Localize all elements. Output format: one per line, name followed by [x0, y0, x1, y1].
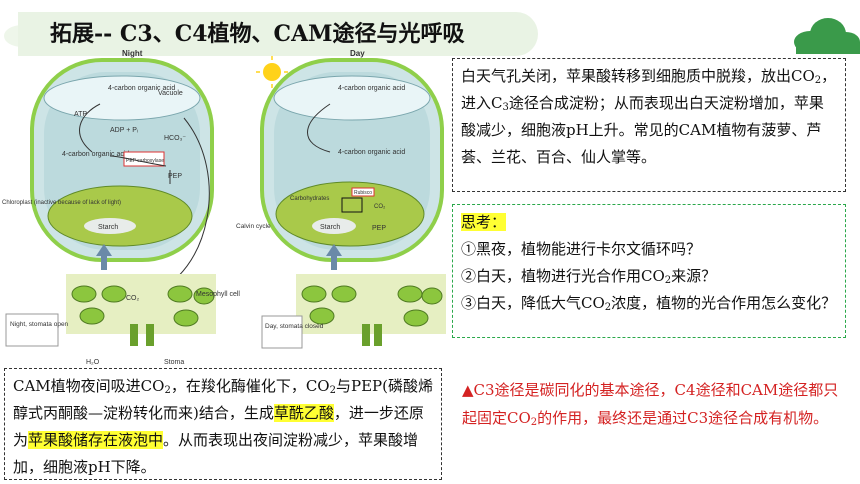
think-q3b: 浓度，植物的光合作用怎么变化？ [611, 294, 837, 312]
night-vacuole [43, 75, 201, 121]
night-co2-label: CO₂ [126, 295, 140, 302]
night-explanation-box: CAM植物夜间吸进CO2，在羧化酶催化下，CO2与PEP(磷酸烯醇式丙酮酸—淀粉… [4, 368, 442, 480]
think-box: 思考： ①黑夜，植物能进行卡尔文循环吗？ ②白天，植物进行光合作用CO2来源？ … [452, 204, 846, 338]
highlight-oxaloacetate: 草酰乙酸 [273, 404, 334, 422]
day-text-2: ，进入C [461, 67, 837, 112]
night-chloroplast [47, 185, 193, 247]
day-pep-label: PEP [372, 225, 386, 232]
day-vacuole-acid-label: 4-carbon organic acid [338, 85, 405, 92]
think-q3: ③白天，降低大气CO2浓度，植物的光合作用怎么变化？ [461, 290, 837, 317]
day-label: Day [350, 49, 365, 58]
cloud-decoration-icon [794, 18, 860, 54]
adp-label: ADP + Pᵢ [110, 127, 138, 134]
night-sub-a: 2 [164, 385, 171, 396]
think-q2b: 来源？ [671, 267, 717, 285]
night-sub-b: 2 [329, 385, 336, 396]
vacuole-acid-label: 4-carbon organic acid [108, 85, 175, 92]
day-text-3: 途径合成淀粉；从而表现出白天淀粉增加，苹果酸减少，细胞液pH上升。常见的CAM植… [461, 94, 824, 166]
day-starch-label: Starch [320, 224, 340, 231]
c3-note: ▲C3途径是碳同化的基本途径，C4途径和CAM途径都只起固定CO2的作用，最终还… [462, 376, 844, 432]
day-text-1: 白天气孔关闭，苹果酸转移到细胞质中脱羧，放出CO [461, 67, 815, 85]
carbohydrates-label: Carbohydrates [290, 196, 329, 202]
night-text-a: CAM植物夜间吸进CO [13, 377, 165, 395]
title-bar [18, 12, 538, 56]
think-q1: ①黑夜，植物能进行卡尔文循环吗？ [461, 240, 702, 258]
pep-label: PEP [168, 173, 182, 180]
sun-icon [256, 56, 288, 88]
think-q2: ②白天，植物进行光合作用CO2来源？ [461, 263, 837, 290]
stoma-label: Stoma [164, 359, 184, 366]
day-stomata-label: Day, stomata closed [265, 323, 324, 330]
day-cyto-acid-label: 4-carbon organic acid [338, 149, 405, 156]
chloroplast-note: Chloroplast (inactive because of lack of… [2, 200, 121, 206]
day-sub-1: 2 [814, 75, 822, 86]
vacuole-label: Vacuole [158, 90, 183, 97]
think-q2a: ②白天，植物进行光合作用CO [461, 267, 665, 285]
cyto-acid-label: 4-carbon organic acid [62, 151, 129, 158]
pep-carboxylase-label: PEP carboxylase [126, 158, 164, 164]
night-stomata-label: Night, stomata open [10, 321, 69, 328]
mesophyll-label: Mesophyll cell [196, 291, 240, 298]
think-q3a: ③白天，降低大气CO [461, 294, 605, 312]
day-co2-label: CO₂ [374, 204, 386, 210]
day-explanation-box: 白天气孔关闭，苹果酸转移到细胞质中脱羧，放出CO2，进入C3途径合成淀粉；从而表… [452, 58, 846, 192]
calvin-cycle-label: Calvin cycle [236, 223, 271, 230]
think-q2-sub: 2 [664, 275, 672, 286]
night-label: Night [122, 49, 143, 58]
day-vacuole [273, 75, 431, 121]
note-text-b: 的作用，最终还是通过C3途径合成有机物。 [537, 409, 829, 427]
h2o-label: H₂O [86, 359, 100, 366]
day-sub-2: 3 [502, 102, 509, 113]
atp-label: ATP [74, 111, 87, 118]
highlight-malate: 苹果酸储存在液泡中 [28, 431, 164, 449]
page-title: 拓展-- C3、C4植物、CAM途径与光呼吸 [50, 21, 465, 47]
think-q3-sub: 2 [604, 302, 612, 313]
note-text-a: ▲C3途径是碳同化的基本途径，C4途径和CAM途径都只起固定CO [462, 381, 839, 427]
starch-label: Starch [98, 224, 118, 231]
day-chloroplast [275, 181, 425, 247]
night-text-e: 。从而表现出夜间淀粉减少，苹果酸增加，细胞液pH下降。 [13, 431, 419, 476]
night-text-d: ，进一步还原为 [13, 404, 424, 449]
think-heading: 思考： [461, 213, 507, 231]
hco3-label: HCO₃⁻ [164, 135, 186, 142]
rubisco-label: Rubisco [354, 190, 372, 196]
note-sub: 2 [530, 417, 538, 428]
night-text-b: ，在羧化酶催化下，CO [170, 377, 330, 395]
night-text-c: 与PEP(磷酸烯醇式丙酮酸—淀粉转化而来)结合，生成 [13, 377, 433, 422]
cam-diagram: Night 4-carbon organic acid Vacuole ATP … [2, 49, 446, 366]
